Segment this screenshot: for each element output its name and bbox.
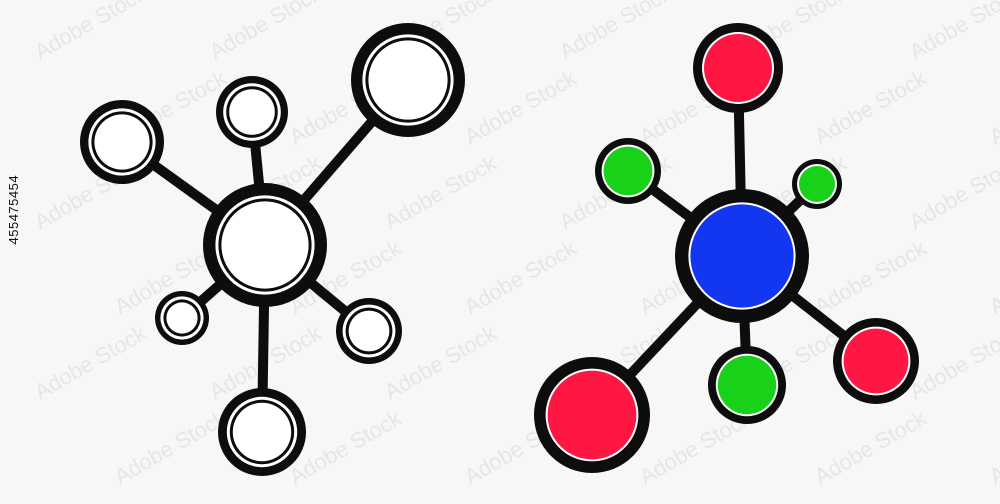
watermark-text: Adobe Stock: [985, 235, 1000, 320]
satellite-lower-left-node: [155, 291, 209, 345]
watermark-text: Adobe Stock: [30, 0, 151, 64]
satellite-bottom-node: [218, 388, 306, 476]
satellite-lower-left-node: [534, 357, 650, 473]
center-node: [675, 189, 809, 323]
satellite-top-node: [693, 23, 783, 113]
satellite-top-node: [216, 76, 288, 148]
watermark-text: Adobe Stock: [810, 65, 931, 150]
satellite-upper-right-node: [351, 23, 465, 137]
satellite-lower-right-node: [336, 298, 402, 364]
watermark-text: Adobe Stock: [905, 320, 1000, 405]
watermark-text: Adobe Stock: [460, 235, 581, 320]
satellite-right-node: [833, 318, 919, 404]
watermark-text: Adobe Stock: [905, 0, 1000, 64]
colored-network-icon: [534, 23, 919, 473]
watermark-text: Adobe Stock: [555, 0, 676, 64]
watermark-text: Adobe Stock: [110, 405, 231, 490]
outline-network-icon: [80, 23, 465, 476]
center-node: [203, 183, 327, 307]
satellite-upper-right-node: [792, 159, 842, 209]
stock-id-label: 455475454: [6, 174, 21, 245]
watermark-text: Adobe Stock: [205, 0, 326, 64]
watermark-text: Adobe Stock: [985, 405, 1000, 490]
watermark-text: Adobe Stock: [905, 150, 1000, 235]
watermark-text: Adobe Stock: [810, 405, 931, 490]
watermark-text: Adobe Stock: [810, 235, 931, 320]
watermark-text: Adobe Stock: [460, 65, 581, 150]
satellite-left-node: [595, 138, 661, 204]
watermark-text: Adobe Stock: [985, 65, 1000, 150]
satellite-upper-left-node: [80, 100, 164, 184]
watermark-text: Adobe Stock: [380, 150, 501, 235]
watermark-text: Adobe Stock: [30, 320, 151, 405]
satellite-bottom-node: [708, 346, 786, 424]
